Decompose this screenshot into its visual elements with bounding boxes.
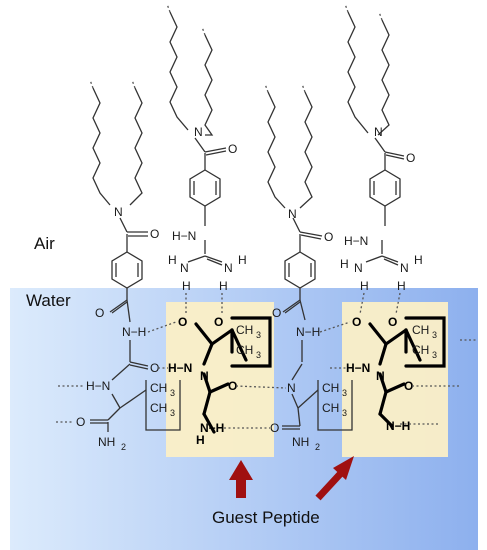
atom-nh2-sub: 2	[315, 442, 320, 452]
alkyl-chains	[92, 11, 390, 209]
atom-h: H	[182, 279, 191, 293]
arrow-shaft-left	[236, 478, 246, 498]
atom-ch3: CH	[412, 343, 429, 357]
atom-o: O	[272, 306, 281, 320]
atom-h: H	[397, 279, 406, 293]
atom-ch3-sub: 3	[170, 388, 175, 398]
guest-peptide-left-structure: O O CH 3 CH 3 H−N N O N−H H	[168, 315, 272, 447]
atom-n: N	[400, 261, 409, 275]
chain-continuations	[89, 3, 383, 93]
atom-n: N	[354, 261, 363, 275]
atom-h: H	[219, 279, 228, 293]
atom-nh: N−H	[296, 325, 320, 339]
atom-nh2: NH	[98, 435, 115, 449]
atom-n: N	[374, 125, 383, 139]
atom-h: H	[340, 257, 349, 271]
atom-ch3-sub: 3	[170, 408, 175, 418]
arrow-head-left	[229, 460, 253, 480]
atom-hn: H−N	[168, 361, 192, 375]
host-peptide-middle: N O NH 2 CH 3 CH 3	[270, 340, 353, 452]
atom-ch3: CH	[236, 323, 253, 337]
atom-o: O	[150, 227, 159, 241]
atom-n: N	[194, 125, 203, 139]
atom-hn: H−N	[346, 361, 370, 375]
guest-peptide-caption: Guest Peptide	[212, 508, 320, 527]
atom-ch3-sub: 3	[342, 408, 347, 418]
atom-ch3-sub: 3	[256, 330, 261, 340]
atom-n: N	[200, 369, 209, 383]
atom-hn: H−N	[344, 234, 368, 248]
atom-n: N	[224, 261, 233, 275]
atom-ch3: CH	[322, 381, 339, 395]
guest-peptide-right-structure: O O CH 3 CH 3 H−N N O N−H	[346, 315, 446, 433]
atom-ch3-sub: 3	[256, 350, 261, 360]
guest-peptide-arrows	[229, 456, 354, 501]
atom-nh2: NH	[292, 435, 309, 449]
atom-ch3: CH	[322, 401, 339, 415]
host-peptide-left: O H−N O NH 2 CH 3 CH 3	[76, 340, 181, 452]
atom-ch3: CH	[236, 343, 253, 357]
atom-o: O	[406, 151, 415, 165]
atom-ch3-sub: 3	[342, 388, 347, 398]
atom-h: H	[238, 253, 247, 267]
atom-n: N	[288, 207, 297, 221]
guest-peptide-box-right	[342, 302, 448, 457]
hydrogen-bonds	[56, 292, 476, 429]
atom-ch3: CH	[150, 381, 167, 395]
atom-o: O	[150, 361, 159, 375]
atom-h: H	[196, 433, 205, 447]
atom-n: N	[287, 381, 296, 395]
atom-ch3: CH	[412, 323, 429, 337]
atom-h: H	[168, 253, 177, 267]
atom-ch3: CH	[150, 401, 167, 415]
atom-o: O	[76, 415, 85, 429]
water-label: Water	[26, 291, 71, 310]
atom-hn: H−N	[172, 229, 196, 243]
atom-n: N	[180, 261, 189, 275]
arrow-shaft-right	[315, 469, 345, 501]
air-label: Air	[34, 234, 55, 253]
arrow-head-right	[333, 456, 354, 480]
atom-hn: H−N	[86, 379, 110, 393]
atom-ch3-sub: 3	[432, 330, 437, 340]
atom-o: O	[228, 379, 237, 393]
atom-n: N	[376, 369, 385, 383]
atom-h: H	[360, 279, 369, 293]
atom-o: O	[95, 306, 104, 320]
atom-o: O	[270, 421, 279, 435]
atom-nh: N−H	[122, 325, 146, 339]
atom-o: O	[178, 315, 187, 329]
atom-nh2-sub: 2	[121, 442, 126, 452]
atom-ch3-sub: 3	[432, 350, 437, 360]
atom-h: H	[414, 253, 423, 267]
atom-o: O	[352, 315, 361, 329]
atom-o: O	[324, 230, 333, 244]
guest-peptide-box-left	[166, 302, 274, 457]
atom-n: N	[114, 205, 123, 219]
atom-o: O	[404, 379, 413, 393]
amphiphile-guanidine-right: N O H−N H N N H H H	[340, 125, 423, 293]
atom-nh: N−H	[200, 421, 224, 435]
atom-o: O	[228, 142, 237, 156]
amphiphile-middle: N O O N−H	[272, 207, 333, 339]
atom-nh: N−H	[386, 419, 410, 433]
atom-o: O	[214, 315, 223, 329]
amphiphile-guanidine-left: N O H−N H N N H H H	[168, 125, 247, 293]
atom-o: O	[388, 315, 397, 329]
amphiphile-left: N O O N−H	[95, 205, 159, 339]
